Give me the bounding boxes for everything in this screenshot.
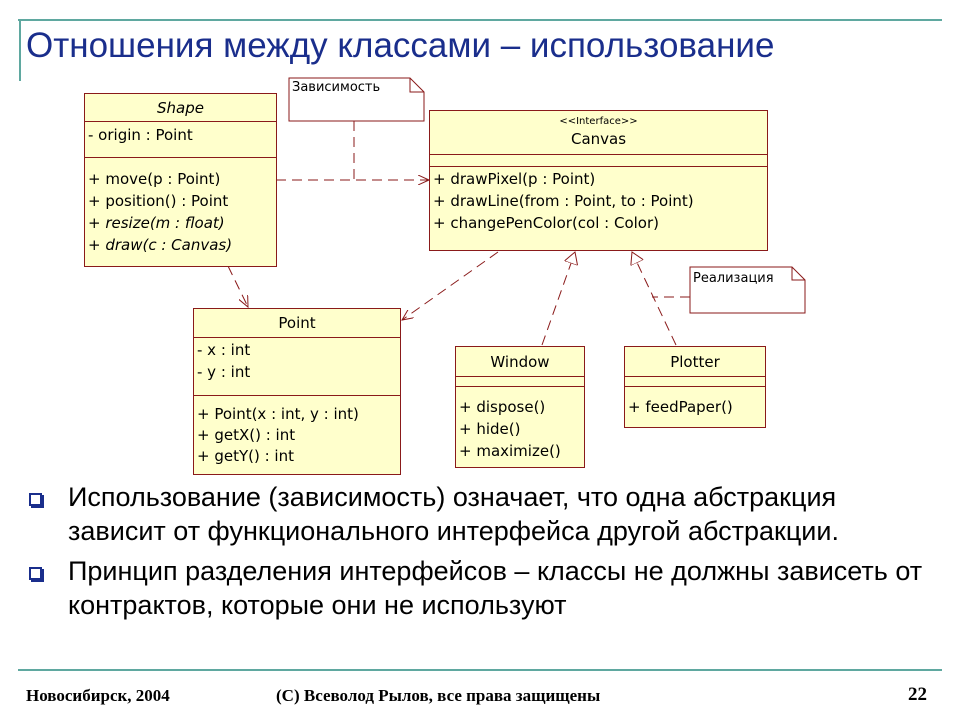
operation: + maximize() xyxy=(459,442,561,460)
operation: + move(p : Point) xyxy=(88,170,221,188)
interface-canvas-name: Canvas xyxy=(570,130,627,148)
attribute: - x : int xyxy=(197,341,251,359)
note-realization-text: Реализация xyxy=(693,271,774,286)
bullet-item: Принцип разделения интерфейсов – классы … xyxy=(26,554,936,622)
class-point-name: Point xyxy=(194,309,400,338)
operation: + drawPixel(p : Point) xyxy=(433,170,596,188)
operation: + draw(c : Canvas) xyxy=(88,236,233,254)
class-shape-operations: + move(p : Point) + position() : Point +… xyxy=(85,158,276,258)
attribute: - y : int xyxy=(197,363,251,381)
page-number: 22 xyxy=(908,684,927,705)
operation: + resize(m : float) xyxy=(88,214,225,232)
bullet-list: Использование (зависимость) означает, чт… xyxy=(26,480,936,628)
class-window-operations: + dispose() + hide() + maximize() xyxy=(456,387,584,464)
bullet-text: Принцип разделения интерфейсов – классы … xyxy=(68,556,923,620)
operation: + getX() : int xyxy=(197,426,296,444)
class-point: Point - x : int - y : int + Point(x : in… xyxy=(193,308,401,475)
class-shape-attributes: - origin : Point xyxy=(85,122,276,158)
dependency-shape-point xyxy=(227,265,248,307)
operation: + position() : Point xyxy=(88,192,229,210)
realization-plotter-canvas xyxy=(632,252,677,346)
class-plotter-operations: + feedPaper() xyxy=(625,387,765,420)
operation: + Point(x : int, y : int) xyxy=(197,405,359,423)
class-plotter: Plotter + feedPaper() xyxy=(624,346,766,428)
operation: + changePenColor(col : Color) xyxy=(433,214,659,232)
note-dependency-fold xyxy=(409,78,424,93)
attribute: - origin : Point xyxy=(88,126,193,144)
note-realization-fold xyxy=(791,267,805,281)
realization-window-canvas xyxy=(541,252,575,346)
operation: + feedPaper() xyxy=(628,398,733,416)
class-window-attributes xyxy=(456,377,584,387)
operation: + dispose() xyxy=(459,398,546,416)
bottom-rule xyxy=(18,669,942,671)
class-window-name: Window xyxy=(456,347,584,377)
dependency-canvas-point xyxy=(402,251,499,320)
class-point-attributes: - x : int - y : int xyxy=(194,338,400,396)
stereotype: <<Interface>> xyxy=(559,116,638,127)
interface-canvas: <<Interface>> Canvas + drawPixel(p : Poi… xyxy=(429,110,768,251)
interface-canvas-attributes xyxy=(430,155,767,167)
footer-copyright: (C) Всеволод Рылов, все права защищены xyxy=(276,686,601,705)
bullet-square-icon xyxy=(29,493,42,506)
footer-location: Новосибирск, 2004 xyxy=(26,686,170,705)
note-realization-box xyxy=(689,266,806,314)
bullet-item: Использование (зависимость) означает, чт… xyxy=(26,480,936,548)
note-dependency-box xyxy=(288,77,425,122)
class-window: Window + dispose() + hide() + maximize() xyxy=(455,346,585,468)
bullet-square-icon xyxy=(29,567,42,580)
diagram-connectors xyxy=(227,77,806,346)
operation: + getY() : int xyxy=(197,447,294,465)
top-rule xyxy=(18,19,942,21)
interface-canvas-header: <<Interface>> Canvas xyxy=(430,111,767,155)
class-shape: Shape - origin : Point + move(p : Point)… xyxy=(84,93,277,267)
slide-title: Отношения между классами – использование xyxy=(26,26,775,65)
left-rule xyxy=(19,19,21,81)
operation: + hide() xyxy=(459,420,521,438)
bullet-text: Использование (зависимость) означает, чт… xyxy=(68,482,839,546)
operation: + drawLine(from : Point, to : Point) xyxy=(433,192,694,210)
class-point-operations: + Point(x : int, y : int) + getX() : int… xyxy=(194,396,400,469)
class-plotter-name: Plotter xyxy=(625,347,765,377)
interface-canvas-operations: + drawPixel(p : Point) + drawLine(from :… xyxy=(430,167,767,236)
class-shape-name: Shape xyxy=(85,94,276,122)
class-plotter-attributes xyxy=(625,377,765,387)
note-dependency-text: Зависимость xyxy=(292,80,381,95)
